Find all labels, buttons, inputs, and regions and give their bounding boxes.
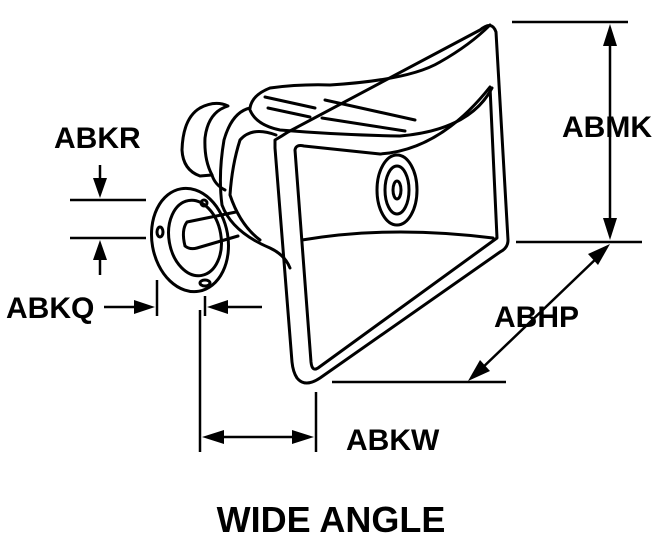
label-abkr: ABKR (54, 122, 141, 155)
label-abkq: ABKQ (6, 292, 94, 325)
horn-interior-line (300, 230, 495, 242)
arrow-up-icon (93, 240, 107, 260)
flange-hole (155, 225, 165, 239)
arrow-down-icon (603, 218, 617, 240)
arrow-up-icon (603, 24, 617, 46)
dimension-abhp: ABHP (332, 244, 610, 384)
mounting-flange (150, 186, 230, 294)
arrow-right-icon (134, 300, 155, 314)
dimension-abkw: ABKW (198, 310, 440, 457)
label-abkw: ABKW (346, 424, 440, 457)
arrow-up-right-icon (588, 244, 610, 265)
flare-highlight-lines (263, 95, 417, 133)
dimension-abkq: ABKQ (6, 280, 262, 325)
driver-center (391, 179, 403, 201)
arrow-right-icon (292, 430, 314, 444)
driver-outer-ring (375, 153, 419, 227)
horn-back-inner (228, 129, 278, 242)
arrow-down-icon (93, 178, 107, 198)
knob-base (210, 173, 227, 192)
rear-knob (180, 101, 230, 178)
flange-hole (198, 278, 212, 288)
horn-speaker-drawing (150, 23, 510, 385)
label-abmk: ABMK (562, 111, 652, 144)
arrow-left-icon (202, 430, 224, 444)
dimension-abmk: ABMK (512, 20, 652, 244)
horn-flare-lower-edge (248, 86, 494, 138)
flange-hole (199, 198, 209, 208)
horn-top-flare (248, 23, 492, 110)
label-abhp: ABHP (494, 301, 579, 334)
arrow-down-left-icon (468, 360, 490, 381)
arrow-left-icon (207, 300, 228, 314)
horn-mouth-inner-frame (293, 85, 499, 371)
mounting-shaft (181, 210, 240, 251)
dimension-abkr: ABKR (54, 122, 146, 275)
horn-back-housing (218, 106, 292, 270)
driver-inner-ring (383, 164, 411, 216)
diagram-title: WIDE ANGLE (217, 499, 446, 540)
flange-inner-ring (167, 198, 223, 278)
